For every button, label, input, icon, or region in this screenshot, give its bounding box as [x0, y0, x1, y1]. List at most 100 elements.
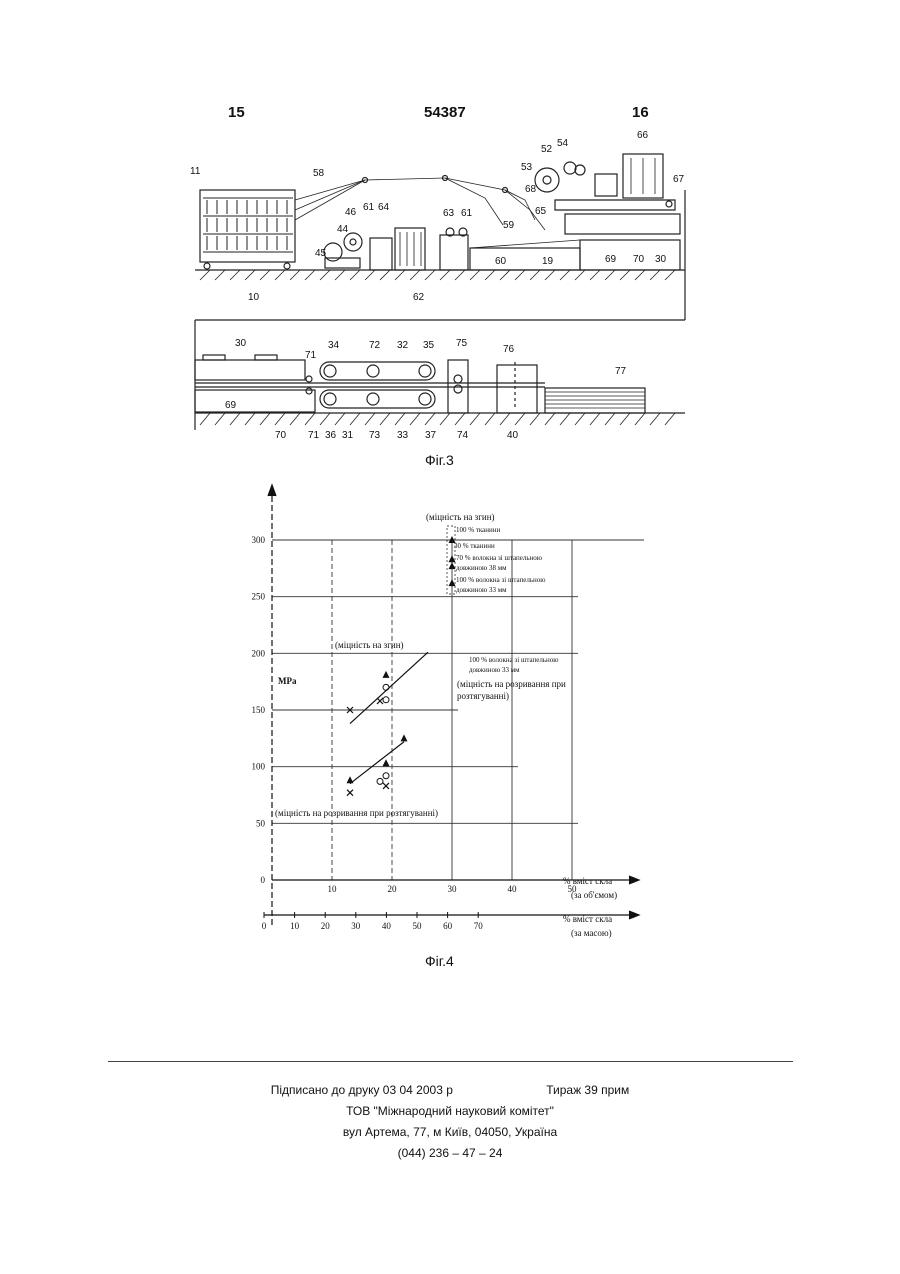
fig3-label: 71 — [308, 430, 320, 440]
fig4-chart: 0501001502002503001020304050010203040506… — [225, 480, 655, 950]
fig4-caption: Фіг.4 — [425, 953, 454, 969]
x-mass-tick-label: 60 — [443, 921, 453, 931]
fig3-label: 44 — [337, 224, 349, 235]
y-tick-label: 250 — [252, 592, 266, 602]
data-point — [377, 698, 383, 704]
x-mass-tick-label: 0 — [262, 921, 267, 931]
data-point — [383, 759, 390, 766]
y-tick-label: 150 — [252, 705, 266, 715]
right-note-fiber: 100 % волокна зі штапельною — [469, 656, 559, 664]
fig3-label: 35 — [423, 340, 435, 351]
page-number-left: 15 — [228, 104, 245, 121]
data-point — [383, 684, 389, 690]
x-mass-tick-label: 70 — [474, 921, 484, 931]
data-point — [401, 734, 408, 741]
fig3-label: 65 — [535, 206, 547, 217]
legend-item-70-fiber-1: 70 % волокна зі штапельною — [456, 554, 542, 562]
publisher-org: ТОВ "Міжнародний науковий комітет" — [0, 1104, 900, 1118]
legend-item-70-fiber-2: довжиною 38 мм — [456, 564, 507, 572]
fig3-label: 54 — [557, 138, 569, 149]
fig3-label: 66 — [637, 130, 649, 141]
fig3-label: 75 — [456, 338, 468, 349]
fig3-label: 40 — [507, 430, 519, 440]
right-note-tensile-2: розтягуванні) — [457, 691, 509, 701]
fig3-label: 58 — [313, 168, 325, 179]
fig3-bottom-assembly: 30 71 34 72 32 35 75 76 77 69 70 71 36 3… — [195, 320, 685, 440]
fig3-label: 61 — [363, 202, 375, 213]
fig3-label: 69 — [605, 254, 617, 265]
data-point — [347, 790, 353, 796]
fig3-label: 11 — [190, 166, 201, 177]
publisher-phone: (044) 236 – 47 – 24 — [0, 1146, 900, 1160]
fig3-label: 74 — [457, 430, 469, 440]
series-tensile-label: (міцність на розривання при розтягуванні… — [275, 808, 438, 818]
fig3-label: 32 — [397, 340, 409, 351]
chart-annotations: MPa % вміст скла (за об'ємом) % вміст ск… — [275, 512, 617, 938]
fig3-label: 63 — [443, 208, 455, 219]
data-point — [449, 562, 456, 569]
fig3-label: 77 — [615, 366, 627, 377]
y-tick-label: 200 — [252, 648, 266, 658]
fig3-production-line-drawing: 11 58 46 61 64 44 45 63 61 59 53 52 54 6… — [185, 130, 690, 440]
footer-line-1: Підписано до друку 03 04 2003 р Тираж 39… — [0, 1083, 900, 1097]
data-point — [449, 579, 456, 586]
fig3-label: 46 — [345, 207, 357, 218]
y-tick-label: 100 — [252, 762, 266, 772]
legend-item-100-fiber-2: довжиною 33 мм — [456, 586, 507, 594]
data-point — [377, 778, 383, 784]
series-bending-label: (міцність на згин) — [335, 640, 404, 650]
circulation: Тираж 39 прим — [546, 1083, 629, 1097]
fig3-label: 52 — [541, 144, 553, 155]
chart-axes — [264, 485, 639, 925]
y-axis-unit: MPa — [278, 676, 297, 686]
data-point — [383, 773, 389, 779]
page-number-right: 16 — [632, 104, 649, 121]
patent-number: 54387 — [424, 104, 466, 121]
legend-item-30-fabric: 30 % тканини — [454, 542, 495, 550]
fig3-label: 60 — [495, 256, 507, 267]
right-note-fiber2: довжиною 33 мм — [469, 666, 520, 674]
fig3-label: 67 — [673, 174, 685, 185]
fig3-label: 70 — [275, 430, 287, 440]
fig3-label: 30 — [235, 338, 247, 349]
fig3-label: 19 — [542, 256, 554, 267]
fig3-top-assembly: 11 58 46 61 64 44 45 63 61 59 53 52 54 6… — [190, 130, 685, 320]
series-fit-line — [350, 742, 404, 784]
y-tick-label: 50 — [256, 818, 266, 828]
x-mass-tick-label: 20 — [321, 921, 331, 931]
fig3-label: 34 — [328, 340, 340, 351]
signed-date: Підписано до друку 03 04 2003 р — [271, 1083, 453, 1097]
x-axis-mass-label-1: % вміст скла — [563, 914, 612, 924]
x-mass-tick-label: 40 — [382, 921, 392, 931]
fig3-label: 33 — [397, 430, 409, 440]
fig3-label: 10 — [248, 292, 260, 303]
x-volume-tick-label: 40 — [508, 884, 518, 894]
fig3-label: 30 — [655, 254, 667, 265]
fig3-label: 36 — [325, 430, 337, 440]
footer-divider — [108, 1061, 793, 1062]
x-volume-tick-label: 10 — [328, 884, 338, 894]
data-point — [449, 555, 456, 562]
data-point — [347, 776, 354, 783]
data-point — [383, 671, 390, 678]
x-axis-volume-arrow — [629, 876, 639, 884]
legend-title: (міцність на згин) — [426, 512, 495, 522]
y-tick-label: 0 — [261, 875, 266, 885]
x-axis-volume-label-1: % вміст скла — [563, 876, 612, 886]
x-mass-tick-label: 50 — [413, 921, 423, 931]
x-mass-tick-label: 10 — [290, 921, 300, 931]
fig3-label: 73 — [369, 430, 381, 440]
x-axis-mass-arrow — [629, 911, 639, 919]
legend-item-100-fabric: 100 % тканини — [456, 526, 501, 534]
publisher-address: вул Артема, 77, м Київ, 04050, Україна — [0, 1125, 900, 1139]
fig3-label: 59 — [503, 220, 515, 231]
fig3-label: 72 — [369, 340, 381, 351]
y-tick-label: 300 — [252, 535, 266, 545]
fig3-label: 53 — [521, 162, 533, 173]
chart-ticks: 0501001502002503001020304050010203040506… — [252, 535, 578, 931]
fig3-label: 76 — [503, 344, 515, 355]
fig3-label: 69 — [225, 400, 237, 411]
x-volume-tick-label: 20 — [388, 884, 398, 894]
x-axis-volume-label-2: (за об'ємом) — [571, 890, 617, 900]
chart-marks — [347, 536, 456, 796]
